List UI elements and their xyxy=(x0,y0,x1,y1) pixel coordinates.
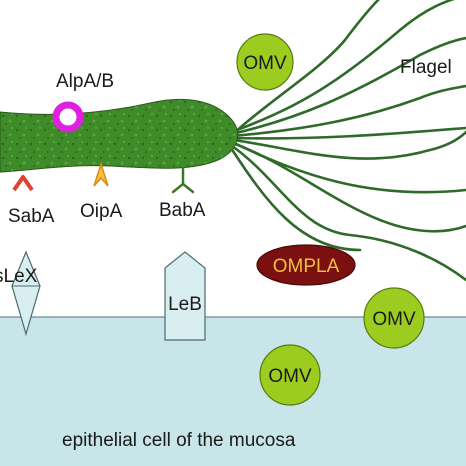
omv-label-bottom: OMV xyxy=(268,366,312,387)
baba-marker xyxy=(171,166,195,194)
omv-vesicle-right xyxy=(363,287,425,349)
flagel-label: Flagel xyxy=(400,57,452,78)
saba-label: SabA xyxy=(8,206,55,227)
oipa-marker xyxy=(93,161,109,187)
omv-vesicle-bottom xyxy=(259,344,321,406)
ompla-label: OMPLA xyxy=(273,256,340,277)
alpab-ring xyxy=(52,101,84,133)
slex-receptor xyxy=(11,250,41,337)
alpab-label: AlpA/B xyxy=(56,71,114,92)
ompla-ellipse xyxy=(256,244,356,286)
omv-label-right: OMV xyxy=(372,309,416,330)
baba-label: BabA xyxy=(159,200,206,221)
bacterium-body xyxy=(0,98,239,173)
omv-label-top: OMV xyxy=(243,53,287,74)
saba-marker xyxy=(12,175,34,192)
slex-label: sLeX xyxy=(0,266,38,287)
oipa-label: OipA xyxy=(80,201,123,222)
omv-vesicle-top xyxy=(236,33,294,91)
leb-receptor xyxy=(164,251,206,341)
mucosa-label: epithelial cell of the mucosa xyxy=(62,430,296,451)
leb-label: LeB xyxy=(168,294,202,315)
flagella xyxy=(229,0,466,282)
